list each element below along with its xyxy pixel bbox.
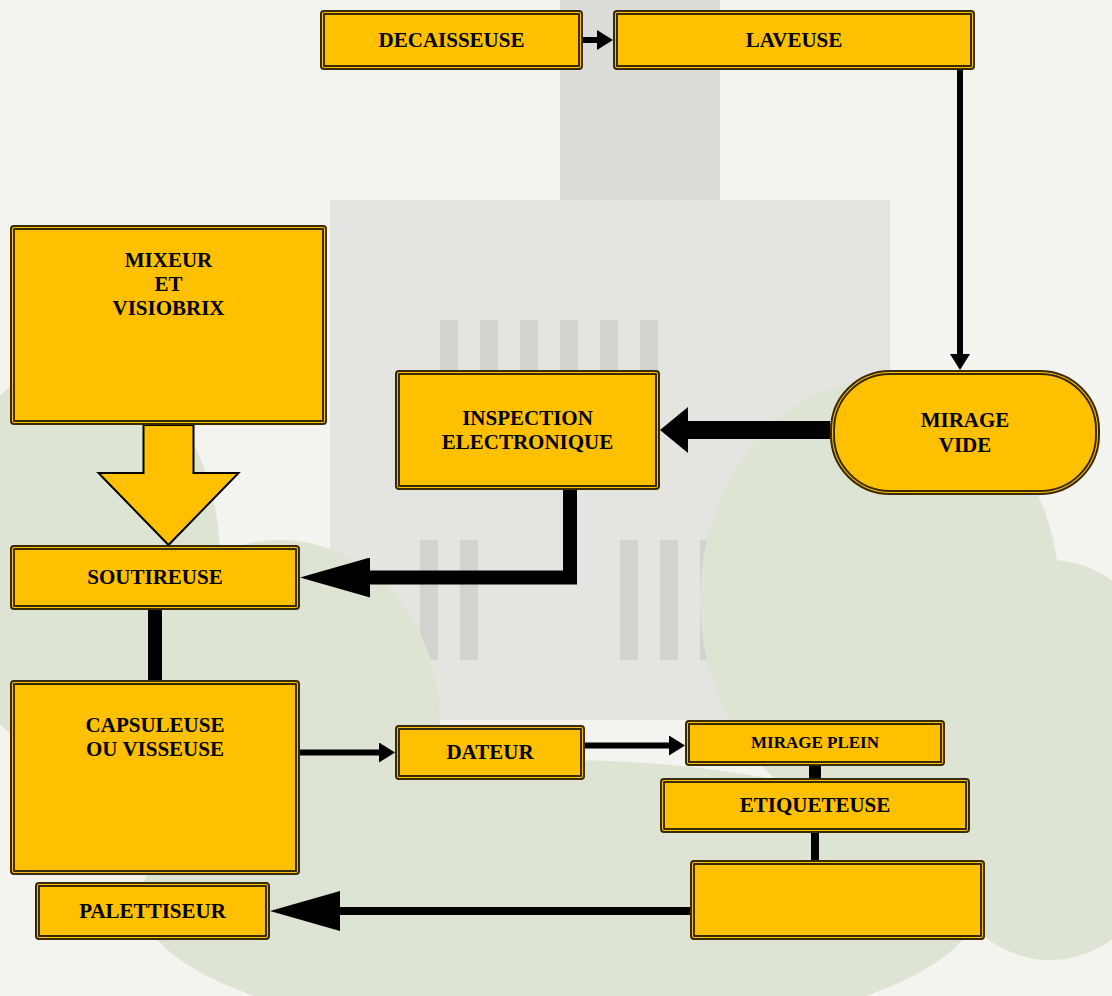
box-label: INSPECTION ELECTRONIQUE <box>442 406 614 454</box>
flow-arrow <box>688 421 830 439</box>
flow-arrow <box>583 37 597 43</box>
trees <box>0 360 1112 996</box>
box-label: DECAISSEUSE <box>379 28 525 52</box>
process-box: CAPSULEUSE OU VISSEUSE <box>10 680 300 875</box>
box-label: CAPSULEUSE OU VISSEUSE <box>86 713 225 761</box>
box-label: ETIQUETEUSE <box>740 793 891 817</box>
process-box: INSPECTION ELECTRONIQUE <box>395 370 660 490</box>
process-box: LAVEUSE <box>613 10 975 70</box>
box-label: DATEUR <box>446 740 533 764</box>
process-box: MIXEUR ET VISIOBRIX <box>10 225 327 425</box>
process-box: DATEUR <box>395 725 585 780</box>
box-label: MIRAGE VIDE <box>921 408 1010 456</box>
flow-arrow <box>370 490 570 578</box>
flow-arrow <box>957 70 963 354</box>
process-box: SOUTIREUSE <box>10 545 300 610</box>
process-box: DECAISSEUSE <box>320 10 583 70</box>
flow-arrow <box>809 766 821 778</box>
flow-arrow <box>585 743 669 749</box>
process-box: ETIQUETEUSE <box>660 778 970 833</box>
process-box: MIRAGE PLEIN <box>685 720 945 766</box>
box-label: PALETTISEUR <box>79 899 226 923</box>
box-label: LAVEUSE <box>746 28 843 52</box>
box-label: MIRAGE PLEIN <box>751 733 879 753</box>
flow-arrow <box>148 610 162 680</box>
box-label: MIXEUR ET VISIOBRIX <box>112 248 224 320</box>
process-box: PALETTISEUR <box>35 882 270 940</box>
terminal-box: MIRAGE VIDE <box>830 370 1100 495</box>
empty-box <box>690 860 985 940</box>
block-arrow <box>99 425 239 545</box>
box-label: SOUTIREUSE <box>87 565 222 589</box>
flow-arrow <box>300 750 379 756</box>
